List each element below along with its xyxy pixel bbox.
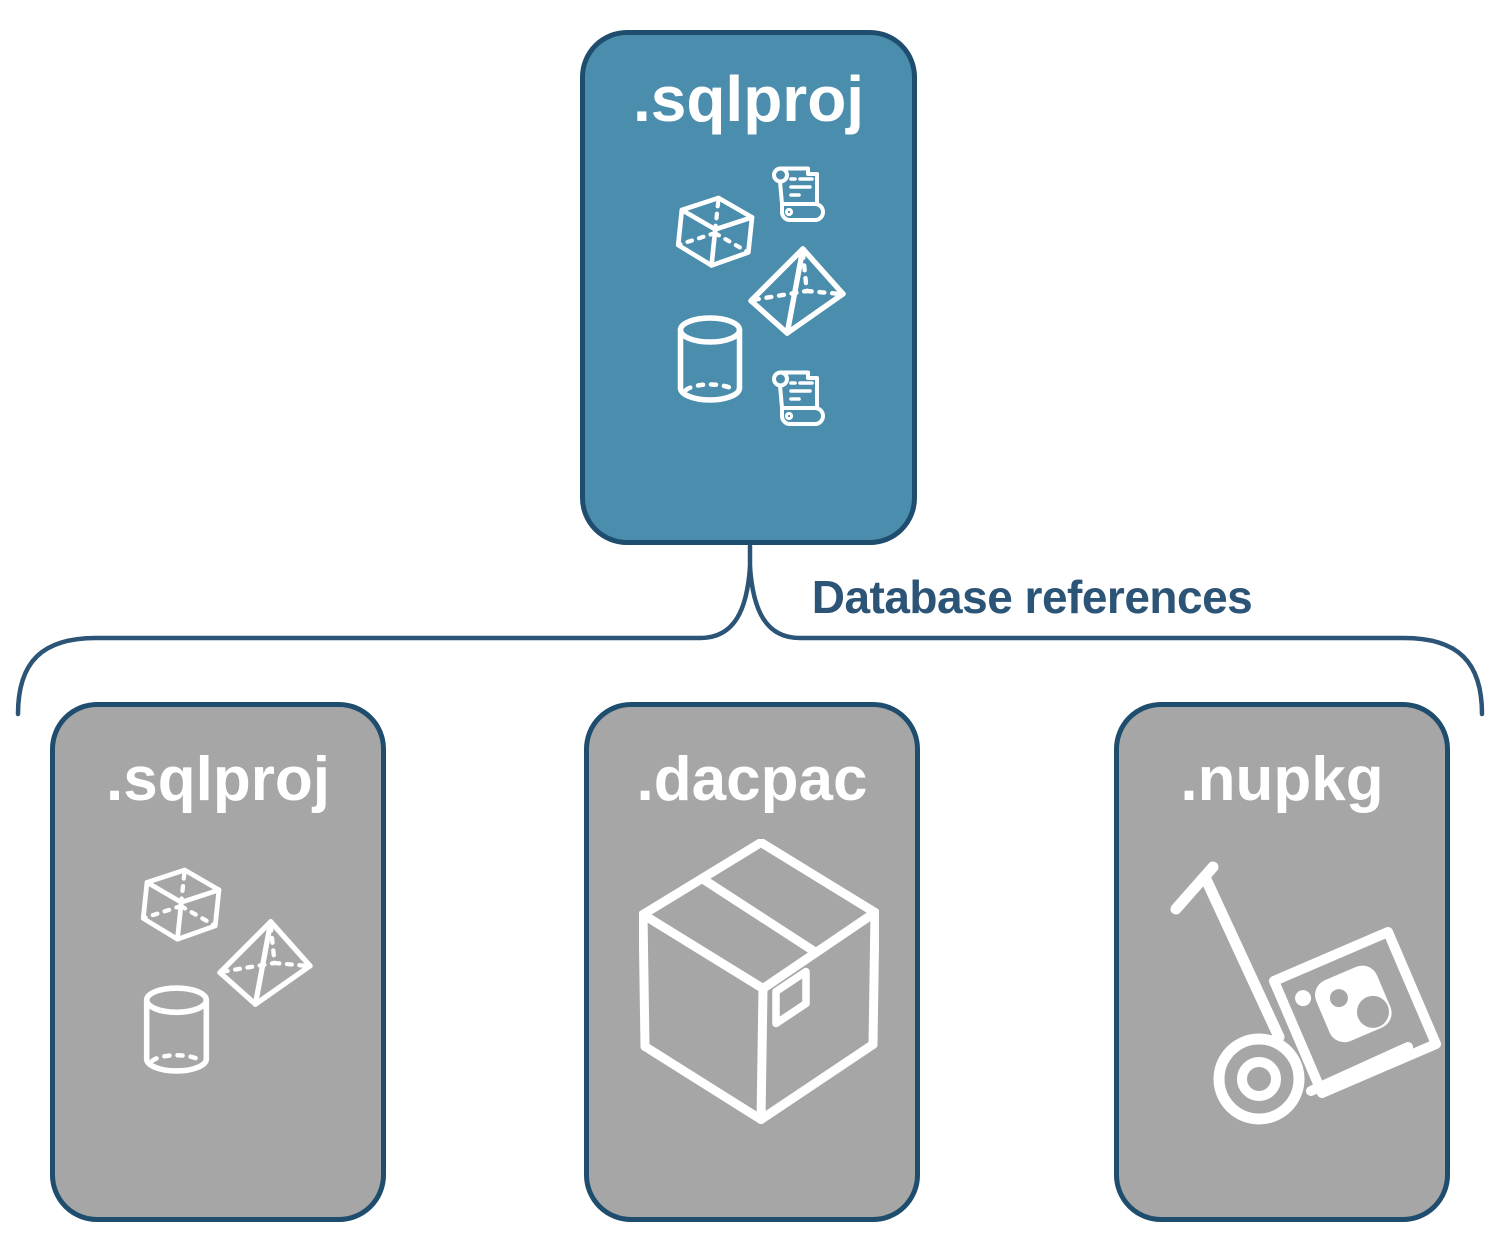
- scroll-icon: [768, 366, 826, 432]
- package-box-icon: [639, 839, 879, 1125]
- node-dacpac-title: .dacpac: [636, 745, 868, 814]
- scroll-icon: [768, 162, 826, 228]
- node-sqlproj-main: .sqlproj: [580, 30, 917, 545]
- cylinder-icon: [677, 315, 743, 403]
- node-dacpac: .dacpac: [584, 702, 920, 1222]
- node-sqlproj-main-title: .sqlproj: [632, 63, 865, 135]
- pyramid-icon: [215, 917, 315, 1009]
- node-nupkg: .nupkg: [1114, 702, 1450, 1222]
- cube-icon: [138, 867, 224, 947]
- cube-icon: [673, 195, 757, 273]
- database-references-label: Database references: [811, 571, 1253, 623]
- node-nupkg-title: .nupkg: [1180, 745, 1384, 814]
- node-sqlproj-child: .sqlproj: [50, 702, 386, 1222]
- hand-truck-nuget-icon: [1161, 859, 1441, 1131]
- connector-brace-line: [15, 566, 1485, 717]
- pyramid-icon: [746, 244, 848, 338]
- node-sqlproj-child-title: .sqlproj: [106, 745, 330, 814]
- cylinder-icon: [143, 985, 210, 1074]
